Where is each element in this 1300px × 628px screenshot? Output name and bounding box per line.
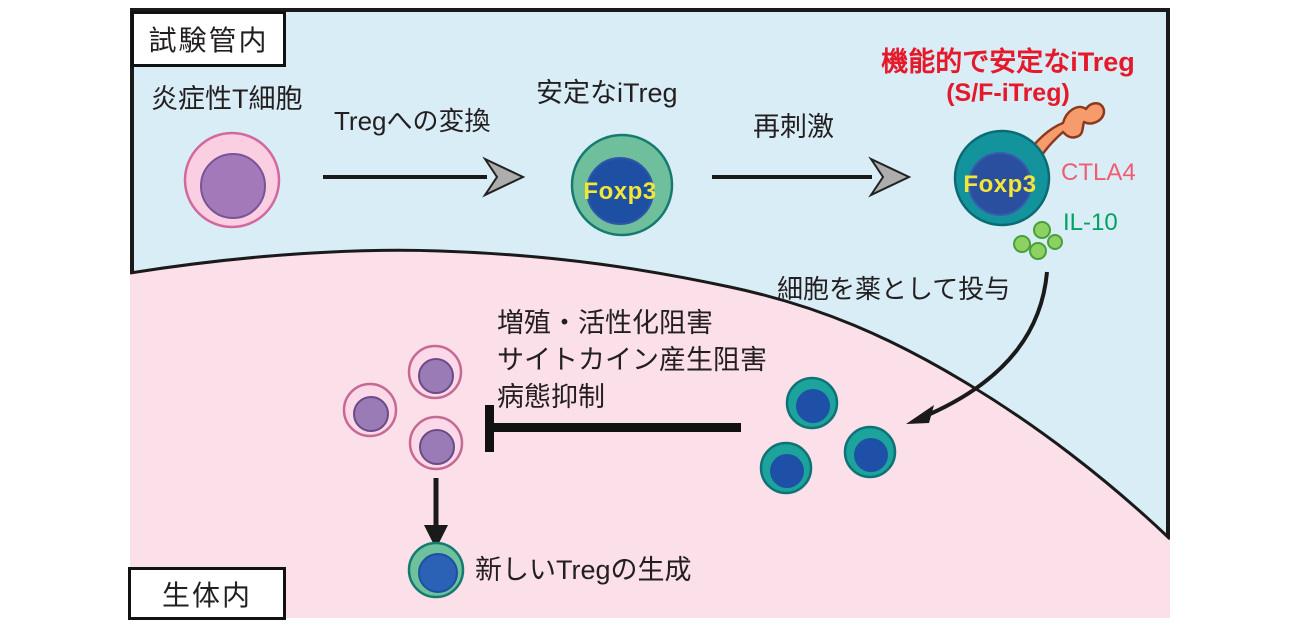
restimulation-arrow-label: 再刺激: [753, 112, 834, 142]
il10-dots: [1013, 221, 1063, 260]
transferred-treg-cells: [759, 376, 897, 495]
stable-itreg-cell: [570, 133, 674, 237]
inflammatory-cell-label: 炎症性T細胞: [151, 84, 303, 114]
new-treg-cell: [407, 541, 465, 599]
administer-arrow: [906, 271, 1049, 424]
in-vivo-tag: 生体内: [128, 567, 286, 620]
inflammatory-t-cell: [183, 131, 281, 229]
new-treg-arrow: [424, 478, 448, 549]
effect-proliferation: 増殖・活性化阻害: [497, 308, 713, 338]
ctla4-label: CTLA4: [1061, 159, 1136, 186]
functional-itreg-subtitle: (S/F-iTreg): [946, 79, 1070, 107]
effect-cytokine: サイトカイン産生阻害: [497, 345, 767, 375]
stable-itreg-foxp3-label: Foxp3: [583, 178, 657, 205]
effect-pathology: 病態抑制: [497, 382, 605, 412]
functional-itreg-title: 機能的で安定なiTreg: [881, 47, 1135, 77]
conversion-arrow: [323, 156, 526, 198]
in-vitro-tag-label: 試験管内: [148, 25, 269, 56]
in-vivo-tag-label: 生体内: [161, 579, 252, 611]
inflammatory-cell-cluster: [342, 344, 464, 471]
diagram-graphics: [130, 102, 1170, 618]
inhibition-effects-block: 増殖・活性化阻害 サイトカイン産生阻害 病態抑制: [497, 305, 767, 416]
ctla4-receptor: [1022, 102, 1106, 164]
functional-itreg-foxp3-label: Foxp3: [963, 171, 1037, 198]
inhibition-bar: [485, 405, 741, 452]
conversion-arrow-label: Tregへの変換: [334, 106, 491, 136]
functional-itreg-title-block: 機能的で安定なiTreg (S/F-iTreg): [858, 40, 1158, 108]
restimulation-arrow: [712, 156, 912, 198]
in-vitro-tag: 試験管内: [131, 11, 286, 67]
new-treg-label: 新しいTregの生成: [475, 555, 692, 585]
in-vivo-region: [130, 250, 1170, 618]
in-vivo-boundary-curve: [130, 248, 1170, 541]
stable-itreg-label: 安定なiTreg: [536, 78, 678, 108]
administer-label: 細胞を薬として投与: [777, 274, 1011, 304]
functional-itreg-cell: [953, 102, 1106, 227]
il10-label: IL-10: [1063, 209, 1118, 236]
